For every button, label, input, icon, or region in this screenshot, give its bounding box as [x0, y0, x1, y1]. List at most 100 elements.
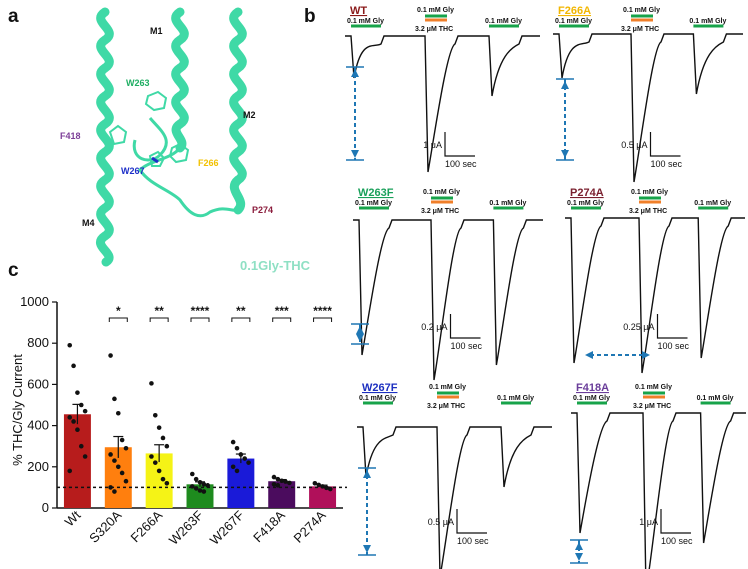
data-point	[201, 489, 207, 494]
gly-application-label: 0.1 mM Gly	[689, 18, 726, 25]
thc-application-label: 3.2 μM THC	[629, 208, 667, 215]
w267-nitrogen	[151, 156, 159, 164]
scale-bar	[444, 132, 475, 157]
data-point	[160, 476, 166, 482]
arrowhead	[356, 326, 364, 334]
category-label: W263F	[166, 507, 206, 547]
bar-f266a	[145, 453, 173, 508]
data-point	[108, 353, 113, 358]
helix-m2	[229, 7, 247, 215]
data-point	[119, 470, 125, 476]
current-trace	[553, 33, 743, 183]
arrowhead	[575, 553, 583, 561]
w263-ring	[144, 90, 168, 112]
residue-p274-label: P274	[252, 205, 273, 215]
data-point	[197, 488, 203, 493]
bar-p274a	[309, 486, 337, 508]
data-point	[119, 437, 125, 443]
gly-coapplication-label: 0.1 mM Gly	[429, 384, 466, 391]
gly-coapplication-label: 0.1 mM Gly	[423, 189, 460, 196]
data-point	[156, 468, 162, 474]
thc-application-label: 3.2 μM THC	[415, 26, 453, 33]
data-point	[108, 485, 113, 490]
scale-bar	[649, 132, 681, 157]
condition-label: 0.1Gly-THC	[240, 258, 311, 273]
data-point	[75, 390, 80, 395]
data-point	[246, 460, 251, 465]
panel-b-label: b	[304, 6, 316, 27]
data-point	[82, 408, 88, 414]
category-label: F266A	[128, 507, 166, 545]
y-tick-label: 200	[27, 459, 49, 474]
thc-application-label: 3.2 μM THC	[421, 208, 459, 215]
significance-bracket	[272, 317, 292, 322]
data-point	[71, 363, 76, 369]
category-label: F418A	[250, 507, 288, 545]
data-point	[78, 443, 84, 449]
gly-application-label: 0.1 mM Gly	[573, 395, 610, 402]
residue-w267-label: W267	[121, 166, 145, 176]
panel-b: b WT 0.1 mM Gly 0.1 mM Gly 0.1 mM Gly 3.2 μM…	[304, 5, 746, 569]
significance-bracket	[149, 317, 169, 322]
scale-bar-current-label: 0.5 μA	[428, 517, 454, 527]
gly-application-label: 0.1 mM Gly	[694, 200, 731, 207]
f266-ring	[168, 142, 190, 164]
scale-bar-time-label: 100 sec	[451, 341, 483, 351]
data-point	[71, 419, 76, 424]
data-point	[197, 479, 203, 485]
arrowhead	[561, 150, 569, 158]
arrowhead	[642, 351, 650, 359]
data-point	[149, 454, 154, 459]
gly-coapplication-label: 0.1 mM Gly	[631, 189, 668, 196]
data-point	[316, 482, 322, 488]
residue-f266-label: F266	[198, 158, 219, 168]
gly-application-label: 0.1 mM Gly	[485, 18, 522, 25]
data-point	[279, 478, 285, 484]
side-chains	[108, 90, 190, 167]
current-trace	[353, 219, 543, 381]
arrowhead	[363, 470, 371, 478]
data-point	[123, 445, 129, 451]
arrowhead	[351, 69, 359, 77]
data-point	[242, 456, 248, 461]
significance-label: **	[236, 304, 246, 318]
helix-m4	[96, 7, 114, 267]
category-label: W267F	[207, 507, 247, 547]
helix-m2-label: M2	[243, 110, 256, 120]
category-label: Wt	[62, 507, 84, 529]
gly-coapplication-label: 0.1 mM Gly	[635, 384, 672, 391]
data-point	[271, 474, 277, 480]
y-axis-label: % THC/Gly Current	[10, 354, 25, 466]
scale-bar-time-label: 100 sec	[651, 159, 683, 169]
data-point	[112, 396, 117, 402]
gly-application-label: 0.1 mM Gly	[359, 395, 396, 402]
significance-bracket	[108, 317, 128, 322]
helix-m1-label: M1	[150, 26, 163, 36]
y-tick-label: 600	[27, 376, 49, 391]
scale-bar-time-label: 100 sec	[658, 341, 690, 351]
trace-title: WT	[350, 5, 367, 17]
arrowhead	[351, 150, 359, 158]
gly-application-label: 0.1 mM Gly	[489, 200, 526, 207]
significance-label: ****	[313, 304, 332, 318]
data-point	[275, 476, 281, 482]
category-label: S320A	[86, 507, 124, 545]
data-point	[67, 415, 73, 420]
scale-bar-current-label: 0.2 μA	[421, 322, 447, 332]
trace-title: F266A	[558, 5, 591, 17]
scale-bar-current-label: 0.5 μA	[621, 140, 647, 150]
trace-title: P274A	[570, 187, 604, 199]
arrowhead	[363, 545, 371, 553]
current-trace	[565, 217, 745, 374]
thc-application-label: 3.2 μM THC	[427, 403, 465, 410]
helix-ribbons	[96, 7, 247, 267]
data-point	[275, 483, 281, 488]
gly-coapplication-label: 0.1 mM Gly	[623, 7, 660, 14]
trace-title: F418A	[576, 382, 609, 394]
scale-bar	[456, 509, 487, 534]
helix-m1	[171, 7, 189, 153]
data-point	[234, 468, 240, 474]
